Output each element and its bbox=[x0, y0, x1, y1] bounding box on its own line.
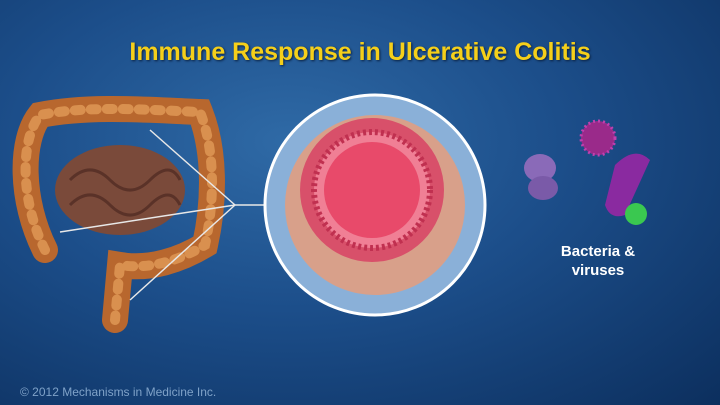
pathogen-label: Bacteria & viruses bbox=[548, 242, 648, 280]
connector-lines bbox=[59, 129, 265, 301]
colon-illustration bbox=[12, 95, 225, 333]
slide-title: Immune Response in Ulcerative Colitis bbox=[129, 38, 591, 66]
copyright: © 2012 Mechanisms in Medicine Inc. bbox=[20, 385, 217, 399]
pathogen-label-line1: Bacteria & bbox=[560, 243, 636, 260]
pathogens bbox=[524, 119, 650, 225]
pathogen-label-line2: viruses bbox=[571, 262, 625, 279]
colon-cross-section bbox=[263, 93, 487, 317]
